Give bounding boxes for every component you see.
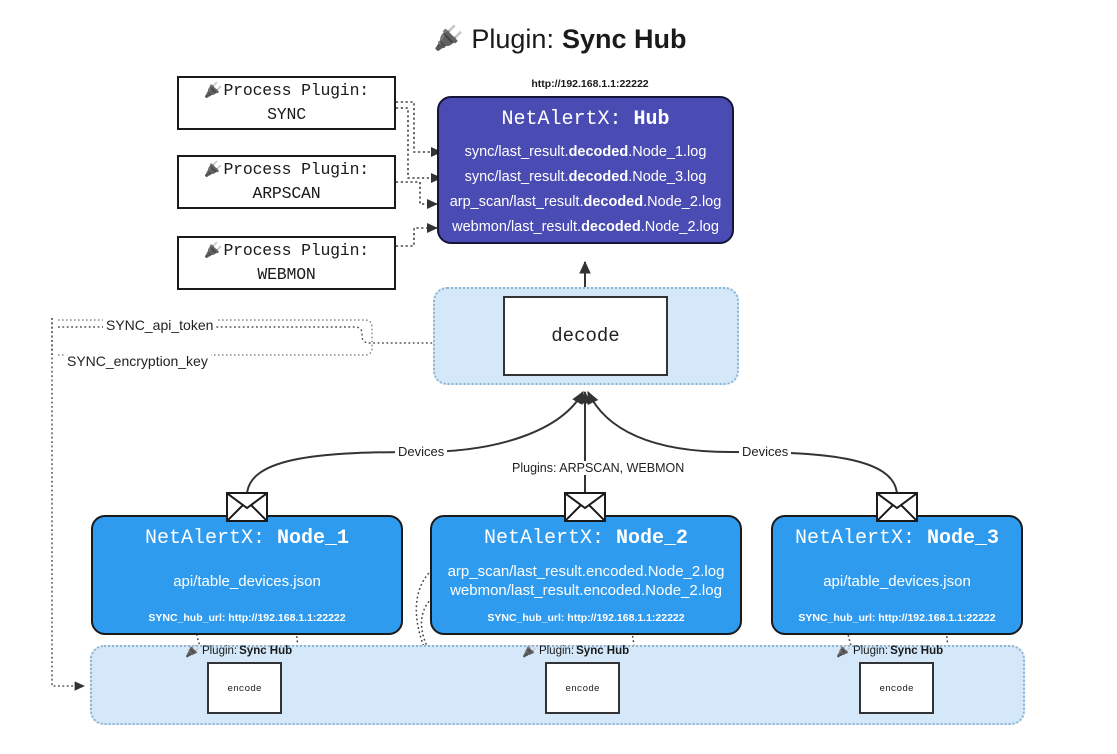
envelope-icon xyxy=(876,492,918,522)
edge-label-devices-left: Devices xyxy=(395,444,448,459)
node-title: NetAlertX: Node_3 xyxy=(794,527,1000,550)
netalertx-node-1[interactable]: NetAlertX: Node_1 api/table_devices.json… xyxy=(91,515,403,635)
encoder-caption-3: 🔌 Plugin: Sync Hub xyxy=(836,644,944,658)
node-title: NetAlertX: Node_1 xyxy=(144,527,350,550)
process-plugin-webmon[interactable]: 🔌 Process Plugin: WEBMON xyxy=(177,236,396,290)
node-line: api/table_devices.json xyxy=(173,572,321,590)
plug-icon: 🔌 xyxy=(203,82,223,100)
hub-log-line: sync/last_result.decoded.Node_1.log xyxy=(464,144,707,160)
page-title-prefix: Plugin: xyxy=(471,23,554,54)
netalertx-node-2[interactable]: NetAlertX: Node_2 arp_scan/last_result.e… xyxy=(430,515,742,635)
encode-box-3[interactable]: encode xyxy=(859,662,934,714)
process-plugin-arpscan-line2: ARPSCAN xyxy=(252,184,321,203)
decode-box[interactable]: decode xyxy=(503,296,668,376)
edge-label-devices-right: Devices xyxy=(739,444,792,459)
hub-log-line: webmon/last_result.decoded.Node_2.log xyxy=(452,218,719,235)
process-plugin-arpscan-line1: 🔌 Process Plugin: xyxy=(203,160,369,180)
envelope-glyph xyxy=(228,494,266,520)
encode-label: encode xyxy=(879,682,914,694)
hub-title: NetAlertX: Hub xyxy=(501,108,670,131)
node-line: arp_scan/last_result.encoded.Node_2.log xyxy=(447,563,725,580)
plug-icon: 🔌 xyxy=(203,242,223,260)
encoder-caption-1: 🔌 Plugin: Sync Hub xyxy=(185,644,293,658)
envelope-icon xyxy=(564,492,606,522)
node-lines: api/table_devices.json xyxy=(773,550,1021,612)
hub-url-caption: http://192.168.1.1:22222 xyxy=(531,78,649,90)
hub-node[interactable]: NetAlertX: Hub sync/last_result.decoded.… xyxy=(437,96,734,244)
process-plugin-webmon-line1: 🔌 Process Plugin: xyxy=(203,241,369,261)
netalertx-node-3[interactable]: NetAlertX: Node_3 api/table_devices.json… xyxy=(771,515,1023,635)
encode-box-1[interactable]: encode xyxy=(207,662,282,714)
envelope-glyph xyxy=(878,494,916,520)
plug-icon: 🔌 xyxy=(836,644,851,658)
page-title: 🔌 Plugin: Sync Hub xyxy=(380,20,740,58)
page-title-name: Sync Hub xyxy=(561,23,687,54)
process-plugin-sync-line1: 🔌 Process Plugin: xyxy=(203,81,369,101)
plug-icon: 🔌 xyxy=(433,25,464,52)
secret-label-encryption-key: SYNC_encryption_key xyxy=(64,353,211,369)
node-footer: SYNC_hub_url: http://192.168.1.1:22222 xyxy=(798,612,996,624)
plug-icon: 🔌 xyxy=(522,644,537,658)
plug-icon: 🔌 xyxy=(203,161,223,179)
secret-label-api-token: SYNC_api_token xyxy=(103,317,217,333)
edge-label-plugins-center: Plugins: ARPSCAN, WEBMON xyxy=(509,461,688,475)
encoder-caption-2: 🔌 Plugin: Sync Hub xyxy=(522,644,630,658)
hub-log-line: arp_scan/last_result.decoded.Node_2.log xyxy=(449,193,722,210)
node-title: NetAlertX: Node_2 xyxy=(483,527,689,550)
node-line: api/table_devices.json xyxy=(823,572,971,590)
node-footer: SYNC_hub_url: http://192.168.1.1:22222 xyxy=(487,612,685,624)
envelope-glyph xyxy=(566,494,604,520)
process-plugin-webmon-line2: WEBMON xyxy=(257,265,316,284)
process-plugin-arpscan[interactable]: 🔌 Process Plugin: ARPSCAN xyxy=(177,155,396,209)
hub-log-line: sync/last_result.decoded.Node_3.log xyxy=(464,168,707,185)
process-plugin-sync[interactable]: 🔌 Process Plugin: SYNC xyxy=(177,76,396,130)
process-plugin-sync-line2: SYNC xyxy=(267,105,306,124)
node-line: webmon/last_result.encoded.Node_2.log xyxy=(450,582,722,599)
node-lines: api/table_devices.json xyxy=(93,550,401,612)
plug-icon: 🔌 xyxy=(185,644,200,658)
encode-label: encode xyxy=(227,682,262,694)
encode-label: encode xyxy=(565,682,600,694)
node-lines: arp_scan/last_result.encoded.Node_2.log … xyxy=(432,550,740,612)
envelope-icon xyxy=(226,492,268,522)
encode-box-2[interactable]: encode xyxy=(545,662,620,714)
node-footer: SYNC_hub_url: http://192.168.1.1:22222 xyxy=(148,612,346,624)
decode-label: decode xyxy=(551,325,620,347)
